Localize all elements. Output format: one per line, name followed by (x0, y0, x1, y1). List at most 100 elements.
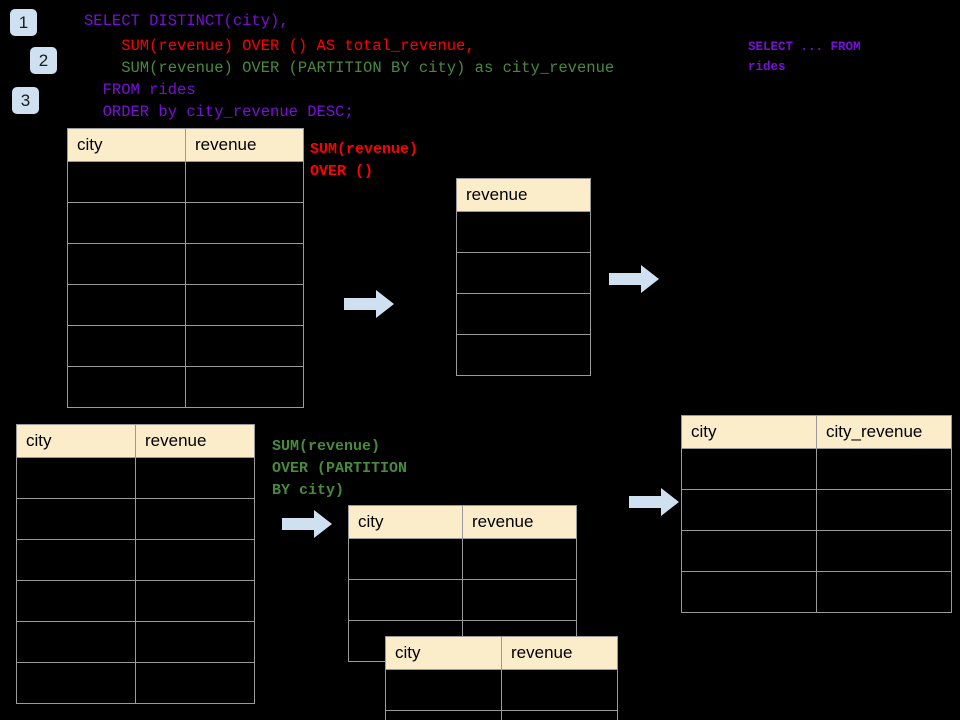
table-row (456, 211, 591, 253)
column-header-revenue: revenue (185, 128, 304, 162)
table-cell (67, 202, 186, 244)
sql-line-from: FROM rides (84, 81, 196, 99)
column-header-revenue: revenue (501, 636, 618, 670)
table-cell (135, 621, 255, 663)
arrow-source-to-total (344, 290, 394, 318)
sql-line-order-by: ORDER by city_revenue DESC; (84, 103, 354, 121)
table-row (67, 161, 304, 203)
table-cell (67, 243, 186, 285)
column-header-city: city (67, 128, 186, 162)
arrow-total-to-result (609, 265, 659, 293)
annotation-total-revenue: SUM(revenue) OVER () (310, 141, 419, 180)
side-note-select-from-line2: rides (748, 60, 786, 74)
table-row (67, 202, 304, 244)
column-header-revenue: revenue (462, 505, 577, 539)
table-row (16, 498, 255, 540)
table-cell (185, 284, 304, 326)
rides-source-table-bottom: city revenue (16, 424, 255, 704)
table-cell (135, 580, 255, 622)
column-header-revenue: revenue (456, 178, 591, 212)
table-cell (681, 571, 817, 613)
table-row (16, 580, 255, 622)
column-header-city-revenue: city_revenue (816, 415, 952, 449)
final-result-table: city city_revenue (681, 415, 952, 613)
table-cell (67, 284, 186, 326)
table-cell (16, 580, 136, 622)
table-header-row: city revenue (16, 424, 255, 458)
table-cell (348, 538, 463, 580)
column-header-city: city (385, 636, 502, 670)
table-row (67, 284, 304, 326)
table-cell (456, 334, 591, 376)
table-cell (135, 539, 255, 581)
table-cell (16, 662, 136, 704)
table-cell (462, 538, 577, 580)
table-header-row: city revenue (67, 128, 304, 162)
table-cell (816, 448, 952, 490)
table-row (681, 530, 952, 572)
table-cell (456, 211, 591, 253)
table-cell (816, 571, 952, 613)
table-cell (456, 293, 591, 335)
table-row (681, 571, 952, 613)
table-cell (67, 366, 186, 408)
step-badge-1: 1 (10, 9, 37, 36)
total-revenue-table: revenue (456, 178, 591, 376)
table-cell (462, 579, 577, 621)
column-header-revenue: revenue (135, 424, 255, 458)
column-header-city: city (348, 505, 463, 539)
table-cell (135, 498, 255, 540)
sql-line-total-revenue: SUM(revenue) OVER () AS total_revenue, (84, 37, 475, 55)
column-header-city: city (16, 424, 136, 458)
annotation-city-revenue: SUM(revenue) OVER (PARTITION BY city) (272, 438, 408, 499)
table-cell (385, 669, 502, 711)
table-cell (185, 243, 304, 285)
table-row (456, 334, 591, 376)
table-row (456, 252, 591, 294)
table-row (16, 539, 255, 581)
table-cell (135, 662, 255, 704)
table-row (67, 325, 304, 367)
table-row (456, 293, 591, 335)
table-cell (135, 457, 255, 499)
table-cell (16, 457, 136, 499)
table-cell (385, 710, 502, 720)
side-note-select-from-line1: SELECT ... FROM (748, 40, 861, 54)
table-row (67, 243, 304, 285)
step-badge-3: 3 (12, 87, 39, 114)
table-cell (501, 669, 618, 711)
sql-line-city-revenue: SUM(revenue) OVER (PARTITION BY city) as… (84, 59, 615, 77)
arrow-source-to-partition (282, 510, 332, 538)
table-cell (816, 489, 952, 531)
table-cell (816, 530, 952, 572)
rides-source-table-top: city revenue (67, 128, 304, 408)
column-header-city: city (681, 415, 817, 449)
table-row (16, 457, 255, 499)
table-row (348, 579, 577, 621)
step-badge-2: 2 (30, 47, 57, 74)
table-row (681, 448, 952, 490)
table-cell (681, 530, 817, 572)
table-cell (16, 498, 136, 540)
table-cell (681, 448, 817, 490)
table-header-row: city revenue (385, 636, 618, 670)
arrow-partition-to-result (629, 488, 679, 516)
table-cell (185, 325, 304, 367)
table-row (385, 710, 618, 720)
table-cell (185, 202, 304, 244)
table-row (67, 366, 304, 408)
sql-line-select: SELECT DISTINCT(city), (84, 12, 289, 30)
table-cell (185, 161, 304, 203)
table-row (16, 662, 255, 704)
table-cell (348, 579, 463, 621)
table-cell (185, 366, 304, 408)
table-row (348, 538, 577, 580)
table-cell (456, 252, 591, 294)
partition-group-table-front: city revenue (385, 636, 618, 720)
table-header-row: city revenue (348, 505, 577, 539)
table-row (681, 489, 952, 531)
table-header-row: city city_revenue (681, 415, 952, 449)
table-cell (67, 325, 186, 367)
table-cell (67, 161, 186, 203)
